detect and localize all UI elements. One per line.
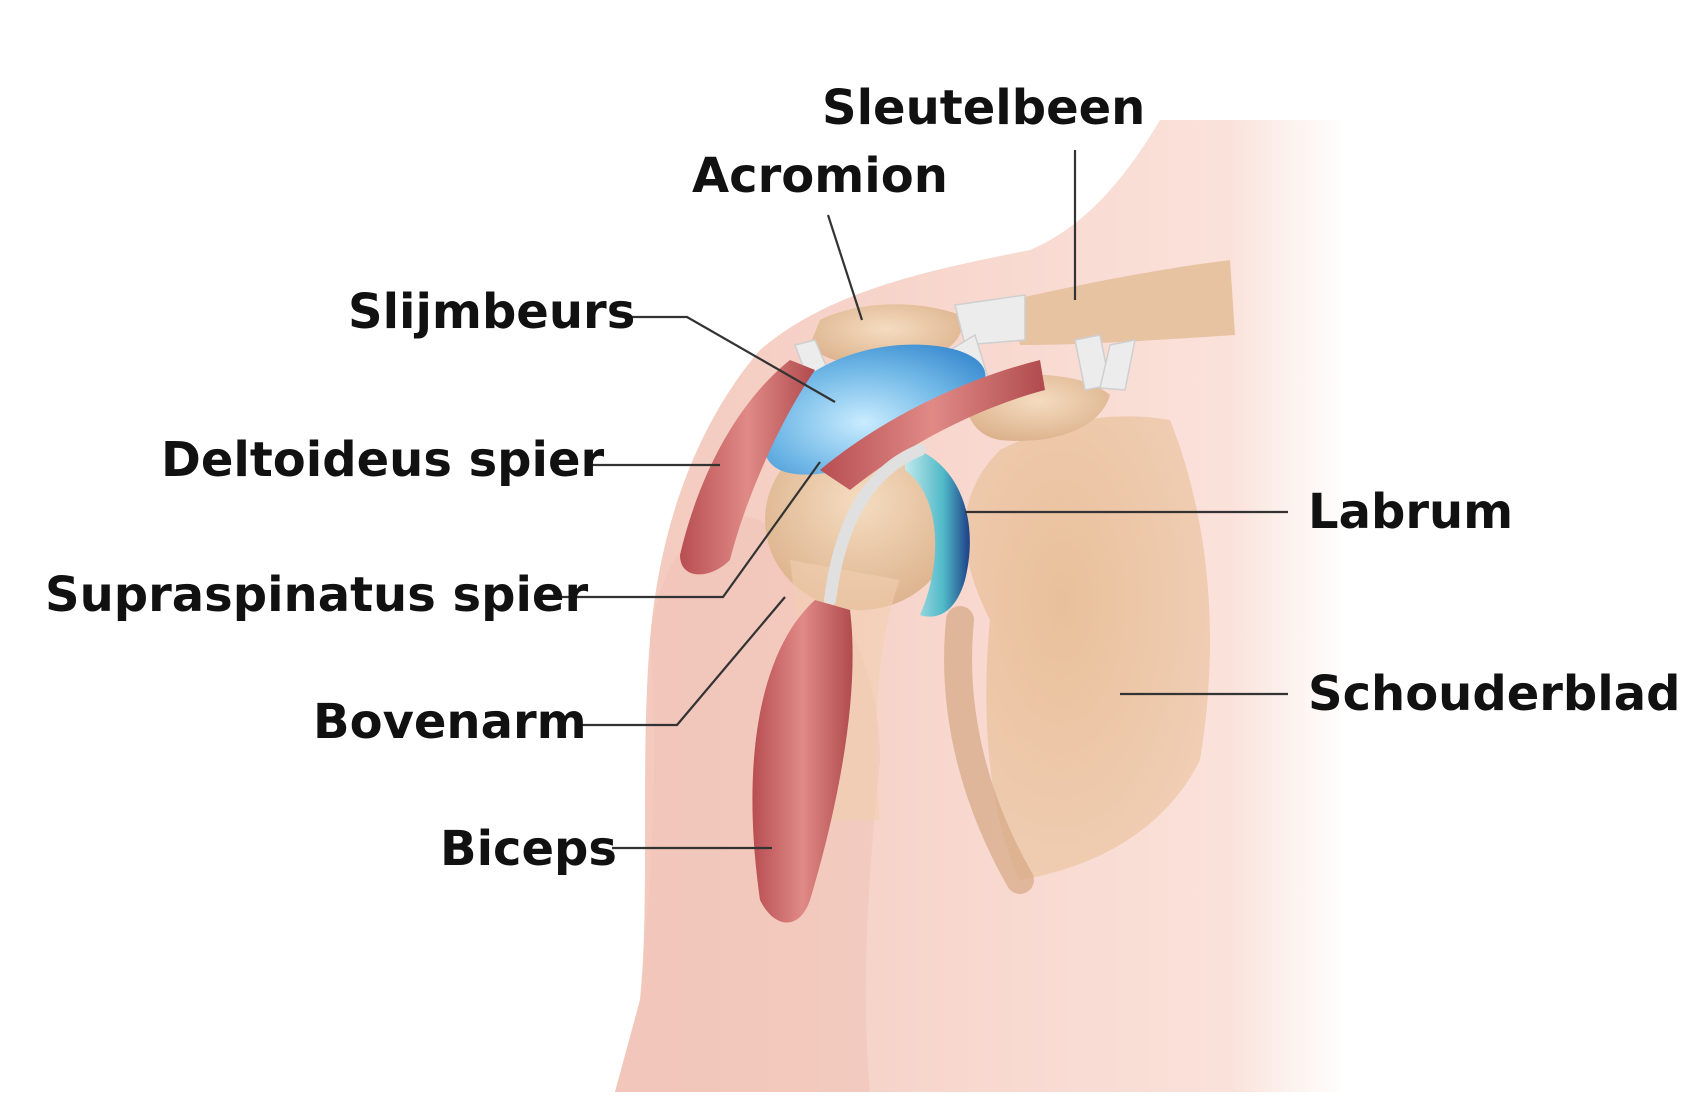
label-biceps: Biceps xyxy=(440,821,617,877)
scapula-shape xyxy=(965,416,1210,880)
label-bovenarm: Bovenarm xyxy=(313,694,587,750)
deltoid-shape xyxy=(680,360,815,575)
label-labrum: Labrum xyxy=(1308,484,1513,540)
labels: Sleutelbeen Acromion Slijmbeurs Deltoide… xyxy=(45,80,1681,877)
label-supraspinatus: Supraspinatus spier xyxy=(45,567,588,623)
leader-lines xyxy=(548,150,1288,850)
right-fade xyxy=(1230,110,1350,1100)
ligament-1 xyxy=(954,294,1026,346)
leader-bovenarm xyxy=(579,596,786,727)
bursa-shape xyxy=(764,344,986,475)
leader-acromion xyxy=(826,214,864,321)
biceps-tendon xyxy=(824,444,926,606)
ligament-4 xyxy=(1099,339,1136,391)
label-deltoideus: Deltoideus spier xyxy=(161,432,605,488)
biceps-shape xyxy=(752,600,853,923)
label-acromion: Acromion xyxy=(692,148,948,204)
label-slijmbeurs: Slijmbeurs xyxy=(348,284,635,340)
clavicle-shape xyxy=(1010,260,1235,345)
labrum-shape xyxy=(905,445,970,617)
label-schouderblad: Schouderblad xyxy=(1308,666,1681,722)
leader-slijmbeurs xyxy=(628,315,836,403)
supraspinatus-shape xyxy=(820,360,1045,490)
scapula-edge xyxy=(944,606,1034,894)
label-sleutelbeen: Sleutelbeen xyxy=(822,80,1145,136)
leader-supraspinatus xyxy=(548,461,821,599)
